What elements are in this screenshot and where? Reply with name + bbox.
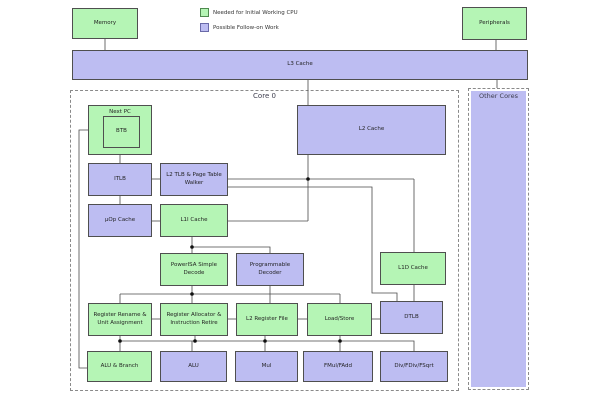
legend-green-label: Needed for Initial Working CPU — [213, 9, 298, 16]
block-peripherals: Peripherals — [462, 7, 527, 40]
block-itlb: ITLB — [88, 163, 152, 196]
block-memory: Memory — [72, 8, 138, 39]
block-programmable-decoder: Programmable Decoder — [236, 253, 304, 286]
junction-dots — [118, 177, 342, 343]
block-l1i-cache: L1I Cache — [160, 204, 228, 237]
core0-boundary — [70, 90, 459, 391]
block-alu: ALU — [160, 351, 227, 382]
other-cores-fill — [471, 91, 526, 387]
block-div-fdiv-fsqrt: Div/FDiv/FSqrt — [380, 351, 448, 382]
block-l3-cache: L3 Cache — [72, 50, 528, 80]
block-uop-cache: µOp Cache — [88, 204, 152, 237]
block-dtlb: DTLB — [380, 301, 443, 334]
block-l2-register-file: L2 Register File — [236, 303, 298, 336]
block-mul: Mul — [235, 351, 298, 382]
legend-item-purple: Possible Follow-on Work — [200, 23, 279, 32]
block-l2-tlb-page-table-walker: L2 TLB & Page Table Walker — [160, 163, 228, 196]
legend-purple-swatch-icon — [200, 23, 209, 32]
block-alu-branch: ALU & Branch — [87, 351, 152, 382]
legend-green-swatch-icon — [200, 8, 209, 17]
block-btb: BTB — [103, 116, 140, 148]
block-register-allocator-instruction-retire: Register Allocator & Instruction Retire — [160, 303, 228, 336]
legend-purple-label: Possible Follow-on Work — [213, 24, 279, 31]
block-register-rename-unit-assignment: Register Rename & Unit Assignment — [88, 303, 152, 336]
block-fmul-fadd: FMul/FAdd — [303, 351, 373, 382]
core0-title: Core 0 — [253, 92, 276, 100]
legend-item-green: Needed for Initial Working CPU — [200, 8, 298, 17]
block-load-store: Load/Store — [307, 303, 372, 336]
block-l1d-cache: L1D Cache — [380, 252, 446, 285]
block-l2-cache: L2 Cache — [297, 105, 446, 155]
other-cores-title: Other Cores — [479, 92, 518, 100]
block-powerisa-simple-decode: PowerISA Simple Decode — [160, 253, 228, 286]
other-cores-boundary — [468, 88, 529, 390]
